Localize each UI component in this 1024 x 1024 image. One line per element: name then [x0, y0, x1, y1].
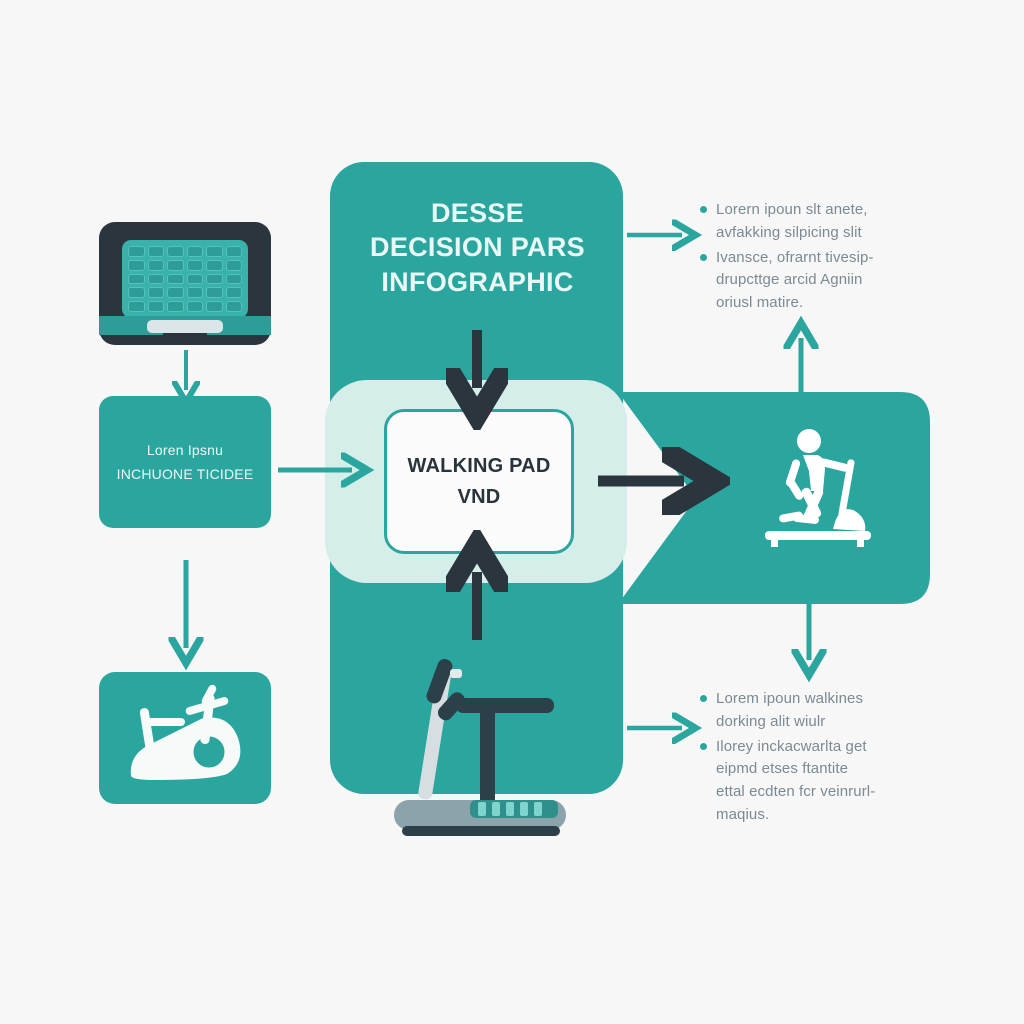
- bullet-text: Lorem ipoun walkines dorking alit wiulr: [716, 688, 863, 734]
- center-node-line-2: VND: [457, 485, 501, 508]
- bullet-line: Ilorey inckacwarlta get: [716, 737, 867, 755]
- key: [147, 287, 164, 299]
- key: [128, 246, 145, 257]
- list-item: Ilorey inckacwarlta get eipmd etses ftan…: [700, 736, 938, 827]
- bullet-dot-icon: [700, 742, 707, 750]
- bullet-line: Ivansce, ofrarnt tivesip-: [716, 248, 874, 266]
- key: [167, 246, 184, 257]
- key: [128, 259, 145, 271]
- list-item: Ivansce, ofrarnt tivesip- drupcttge arci…: [700, 247, 938, 315]
- right-chevron-panel: [618, 392, 930, 604]
- key: [206, 287, 223, 299]
- bullet-text: Lorern ipoun slt anete, avfakking silpic…: [716, 199, 868, 245]
- key: [186, 259, 203, 271]
- left-text-line-1: Loren Ipsnu: [146, 441, 224, 458]
- key: [128, 273, 145, 285]
- left-text-line-2: INCHUONE TICIDEE: [116, 466, 254, 482]
- bullet-line: ettal ecdten fcr veinrurl-: [716, 783, 876, 801]
- exercise-bike-icon: [130, 684, 241, 780]
- key: [225, 259, 242, 271]
- key: [147, 259, 164, 271]
- exercise-bike-card: [99, 672, 271, 804]
- key: [167, 259, 184, 271]
- bullet-line: eipmd etses ftantite: [716, 760, 849, 778]
- treadmill-illustration: [386, 650, 578, 846]
- bullet-dot-icon: [700, 253, 707, 261]
- laptop-trackpad: [147, 320, 223, 333]
- key: [128, 301, 145, 312]
- person-walking-treadmill-icon: [757, 425, 881, 565]
- laptop-stand: [163, 333, 207, 344]
- bullet-line: Lorern ipoun slt anete,: [716, 201, 868, 218]
- key: [167, 287, 184, 299]
- key: [128, 287, 145, 299]
- key: [206, 273, 223, 285]
- center-node-line-1: WALKING PAD: [407, 454, 551, 477]
- key: [167, 301, 184, 312]
- chevron-shape: [618, 392, 930, 604]
- key: [225, 246, 242, 257]
- title-line-1: DESSE: [430, 198, 525, 228]
- top-bullet-list: Lorern ipoun slt anete, avfakking silpic…: [700, 199, 938, 317]
- key: [186, 273, 203, 285]
- key: [167, 273, 184, 285]
- list-item: Lorem ipoun walkines dorking alit wiulr: [700, 688, 938, 734]
- key: [147, 301, 164, 312]
- center-node-box: WALKING PAD VND: [384, 409, 574, 554]
- key: [206, 259, 223, 271]
- title-line-2: DECISION PARS: [370, 232, 585, 263]
- bullet-line: oriusl matire.: [716, 294, 804, 312]
- bullet-text: Ivansce, ofrarnt tivesip- drupcttge arci…: [716, 247, 874, 315]
- bullet-dot-icon: [700, 695, 707, 702]
- bullet-text: Ilorey inckacwarlta get eipmd etses ftan…: [716, 736, 875, 827]
- treadmill-glyph: [394, 658, 566, 836]
- key: [225, 273, 242, 285]
- laptop-keyboard-icon: [128, 246, 242, 312]
- key: [186, 301, 203, 312]
- bullet-dot-icon: [700, 206, 707, 213]
- bullet-line: drupcttge arcid Agniin: [716, 271, 863, 289]
- bottom-bullet-list: Lorem ipoun walkines dorking alit wiulr …: [700, 688, 938, 829]
- key: [206, 301, 223, 312]
- key: [225, 287, 242, 299]
- key: [147, 246, 164, 257]
- key: [225, 301, 242, 312]
- key: [206, 246, 223, 257]
- person-walking-glyph: [765, 429, 871, 547]
- bullet-line: avfakking silpicing slit: [716, 223, 862, 241]
- bullet-line: dorking alit wiulr: [716, 712, 826, 730]
- key: [147, 273, 164, 285]
- infographic-title: DESSE DECISION PARS INFOGRAPHIC: [345, 196, 610, 299]
- list-item: Lorern ipoun slt anete, avfakking silpic…: [700, 199, 938, 245]
- key: [186, 287, 203, 299]
- bullet-line: Lorem ipoun walkines: [716, 690, 864, 707]
- bullet-line: maqius.: [716, 805, 770, 823]
- key: [186, 246, 203, 257]
- left-text-box: Loren Ipsnu INCHUONE TICIDEE: [99, 396, 271, 528]
- title-line-3: INFOGRAPHIC: [381, 266, 574, 297]
